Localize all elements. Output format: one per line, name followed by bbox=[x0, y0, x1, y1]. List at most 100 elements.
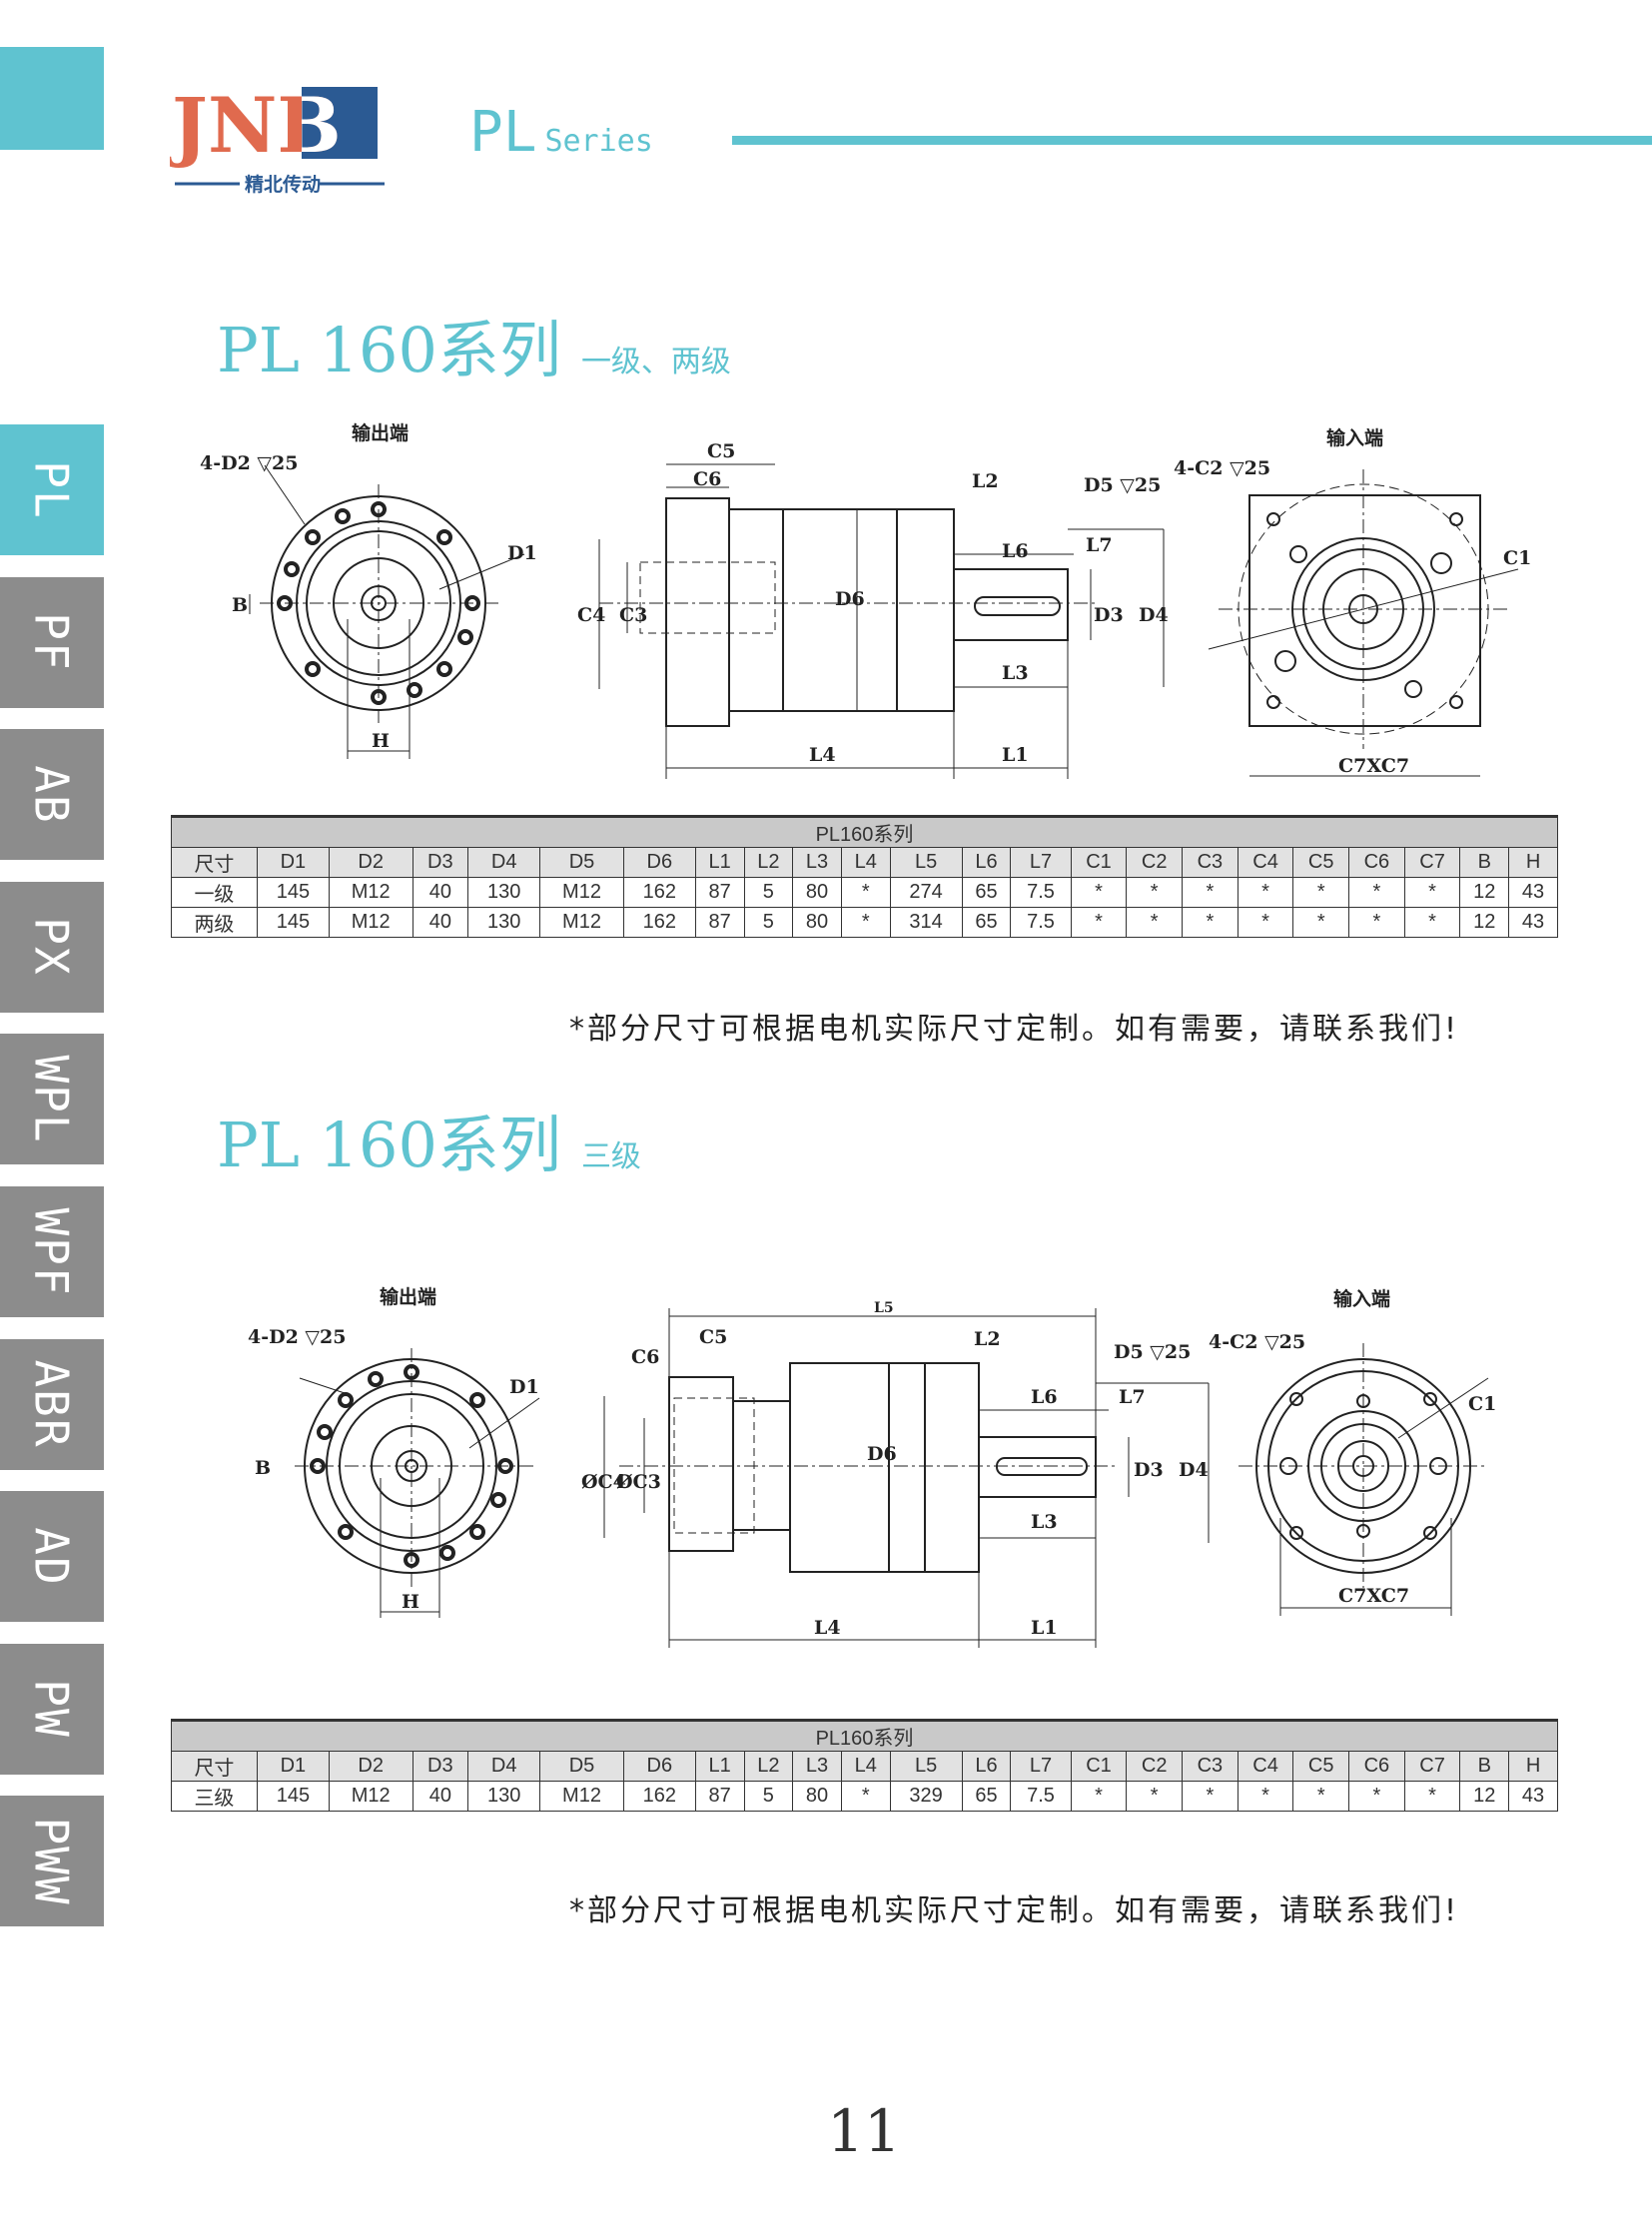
table-cell: * bbox=[1237, 1781, 1294, 1812]
label-c3-2: ØC3 bbox=[616, 1471, 661, 1493]
label-c2: 4-C2 ▽25 bbox=[1174, 457, 1270, 479]
label-l6: L6 bbox=[1002, 540, 1029, 562]
side-tab-pw[interactable]: PW bbox=[0, 1643, 104, 1775]
table-cell: 80 bbox=[792, 1781, 842, 1812]
table-cell: 43 bbox=[1508, 907, 1558, 938]
drawing1-labels: 输出端 4-D2 ▽25 D1 B H C5 C6 L2 D5 ▽25 L6 L… bbox=[200, 421, 1531, 777]
column-header: L3 bbox=[792, 847, 842, 878]
side-tab-ad[interactable]: AD bbox=[0, 1491, 104, 1623]
table-cell: 87 bbox=[694, 907, 745, 938]
label-c3: C3 bbox=[619, 604, 647, 626]
label-d3: D3 bbox=[1094, 604, 1124, 626]
table-cell: 43 bbox=[1508, 1781, 1558, 1812]
section1-subtitle: 一级、两级 bbox=[580, 345, 731, 379]
table-cell: * bbox=[1348, 877, 1405, 908]
column-header: L1 bbox=[694, 1751, 745, 1782]
column-header: L7 bbox=[1010, 847, 1072, 878]
table-cell: * bbox=[1292, 1781, 1350, 1812]
table-cell: * bbox=[1292, 907, 1350, 938]
column-header: D4 bbox=[467, 847, 541, 878]
label-l6-2: L6 bbox=[1031, 1386, 1058, 1408]
table-cell: * bbox=[1403, 1781, 1461, 1812]
table-cell: 65 bbox=[961, 907, 1012, 938]
label-d1: D1 bbox=[507, 542, 537, 564]
side-view-2 bbox=[603, 1308, 1210, 1648]
column-header: C7 bbox=[1403, 847, 1461, 878]
column-header: L1 bbox=[694, 847, 745, 878]
column-header: L7 bbox=[1010, 1751, 1072, 1782]
label-d5-2: D5 ▽25 bbox=[1114, 1341, 1191, 1363]
table-cell: 7.5 bbox=[1010, 877, 1072, 908]
logo-b-box bbox=[302, 87, 378, 159]
input-flange-view bbox=[1208, 469, 1519, 777]
jnb-logo: JNB JNB 精北传动 bbox=[166, 81, 410, 197]
table-caption: PL160系列 bbox=[171, 1719, 1558, 1752]
series-main: PL bbox=[469, 100, 537, 165]
table-cell: * bbox=[1070, 1781, 1128, 1812]
table-cell: 145 bbox=[256, 907, 330, 938]
table-cell: 162 bbox=[622, 1781, 696, 1812]
label-c4-2: ØC4 bbox=[581, 1471, 626, 1493]
side-tab-ab[interactable]: AB bbox=[0, 729, 104, 861]
side-tab-wpl[interactable]: WPL bbox=[0, 1034, 104, 1165]
logo-chinese-name: 精北传动 bbox=[245, 173, 321, 196]
label-h-2: H bbox=[402, 1591, 419, 1613]
logo-brand-text: JNB bbox=[170, 82, 342, 170]
column-header: C3 bbox=[1182, 1751, 1239, 1782]
side-tab-px[interactable]: PX bbox=[0, 881, 104, 1013]
table-cell: 145 bbox=[256, 1781, 330, 1812]
table-cell: 329 bbox=[889, 1781, 963, 1812]
column-header: D3 bbox=[412, 1751, 469, 1782]
table-cell: 87 bbox=[694, 877, 745, 908]
customization-note-1: *部分尺寸可根据电机实际尺寸定制。如有需要，请联系我们! bbox=[569, 1012, 1460, 1047]
side-tab-pww[interactable]: PWW bbox=[0, 1796, 104, 1927]
output-flange-view-2 bbox=[295, 1348, 540, 1618]
label-c6-2: C6 bbox=[631, 1346, 659, 1368]
side-tab-abr[interactable]: ABR bbox=[0, 1338, 104, 1470]
table-cell: * bbox=[1182, 907, 1239, 938]
label-d3-2: D3 bbox=[1134, 1459, 1164, 1481]
table-cell: 两级 bbox=[171, 907, 258, 938]
side-tab-wpf[interactable]: WPF bbox=[0, 1186, 104, 1317]
section2-title-text: PL 160系列 bbox=[217, 1109, 561, 1181]
label-l1: L1 bbox=[1002, 744, 1029, 766]
label-b: B bbox=[232, 594, 248, 616]
section2-subtitle: 三级 bbox=[580, 1139, 641, 1174]
label-l7-2: L7 bbox=[1119, 1386, 1146, 1408]
table-cell: * bbox=[840, 1781, 891, 1812]
column-header: 尺寸 bbox=[171, 1751, 258, 1782]
table-caption: PL160系列 bbox=[171, 815, 1558, 848]
table-cell: 12 bbox=[1459, 907, 1510, 938]
table-cell: 80 bbox=[792, 907, 842, 938]
label-c1: C1 bbox=[1503, 547, 1531, 569]
column-header: D3 bbox=[412, 847, 469, 878]
column-header: H bbox=[1508, 847, 1558, 878]
column-header: L5 bbox=[889, 847, 963, 878]
column-header: D2 bbox=[328, 847, 413, 878]
table-cell: 43 bbox=[1508, 877, 1558, 908]
column-header: L4 bbox=[840, 1751, 891, 1782]
side-tab-pl[interactable]: PL bbox=[0, 424, 104, 555]
table-cell: 130 bbox=[467, 877, 541, 908]
table-cell: 12 bbox=[1459, 877, 1510, 908]
table-cell: 一级 bbox=[171, 877, 258, 908]
column-header: D1 bbox=[256, 847, 330, 878]
column-header: L2 bbox=[743, 1751, 794, 1782]
label-l3-2: L3 bbox=[1031, 1511, 1058, 1533]
side-tab-pf[interactable]: PF bbox=[0, 576, 104, 708]
column-header: L2 bbox=[743, 847, 794, 878]
column-header: C2 bbox=[1126, 847, 1184, 878]
label-d5: D5 ▽25 bbox=[1084, 474, 1161, 496]
table-cell: 274 bbox=[889, 877, 963, 908]
table-cell: M12 bbox=[539, 907, 624, 938]
table-cell: M12 bbox=[539, 877, 624, 908]
table-cell: * bbox=[840, 877, 891, 908]
column-header: C3 bbox=[1182, 847, 1239, 878]
column-header: D6 bbox=[622, 1751, 696, 1782]
label-input-end-2: 输入端 bbox=[1333, 1287, 1390, 1310]
column-header: C1 bbox=[1070, 847, 1128, 878]
table-cell: 7.5 bbox=[1010, 1781, 1072, 1812]
